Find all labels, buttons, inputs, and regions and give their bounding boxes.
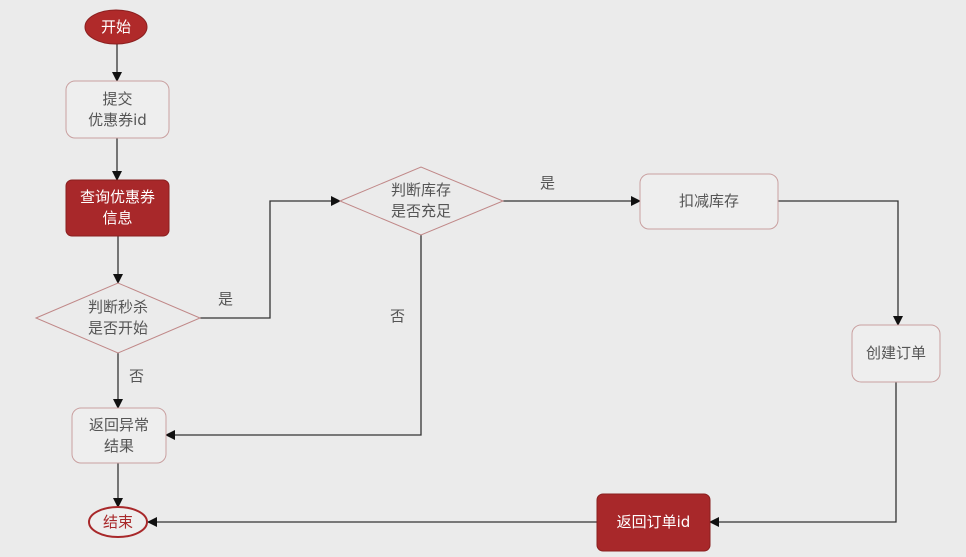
end-node <box>88 506 148 538</box>
deduct-node <box>639 173 779 230</box>
edge-label-stock-yes: 是 <box>540 174 556 192</box>
return-order-node <box>596 493 711 552</box>
check-start-node <box>34 282 202 354</box>
edge-label-stock-no: 否 <box>390 307 406 325</box>
submit-node <box>65 80 170 139</box>
edge-checkstock-error <box>165 235 422 440</box>
end-label: 结束 <box>102 512 133 531</box>
submit-label: 提交 优惠券id <box>88 89 147 129</box>
edge-deduct-create <box>778 200 903 326</box>
edge-label-start-no: 否 <box>129 367 145 385</box>
check-stock-node <box>338 166 505 236</box>
edge-label-start-yes: 是 <box>218 290 234 308</box>
return-error-label: 返回异常 结果 <box>88 415 149 455</box>
create-order-node <box>851 324 941 383</box>
query-node <box>65 179 170 237</box>
return-order-label: 返回订单id <box>616 513 691 531</box>
query-label: 查询优惠券 信息 <box>79 188 155 227</box>
create-order-label: 创建订单 <box>865 344 926 362</box>
check-stock-label: 判断库存 是否充足 <box>390 181 451 220</box>
start-node <box>84 9 148 45</box>
return-error-node <box>71 407 167 464</box>
deduct-label: 扣减库存 <box>678 192 739 210</box>
check-start-label: 判断秒杀 是否开始 <box>87 298 148 337</box>
start-label: 开始 <box>100 17 131 36</box>
edge-checkstart-checkstock <box>200 196 341 319</box>
edge-create-return <box>709 382 897 527</box>
